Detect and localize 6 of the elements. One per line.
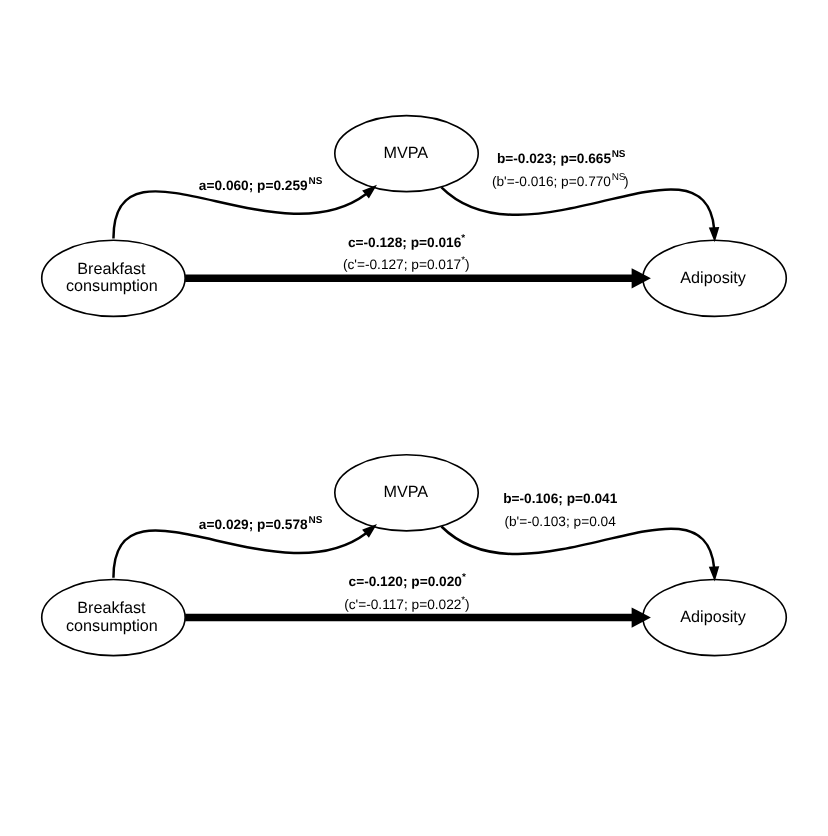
arrow (440, 186, 720, 243)
arrow (112, 524, 377, 578)
arrow (440, 525, 720, 582)
arrow (185, 607, 651, 628)
arrow (185, 268, 651, 289)
arrow (112, 184, 377, 239)
